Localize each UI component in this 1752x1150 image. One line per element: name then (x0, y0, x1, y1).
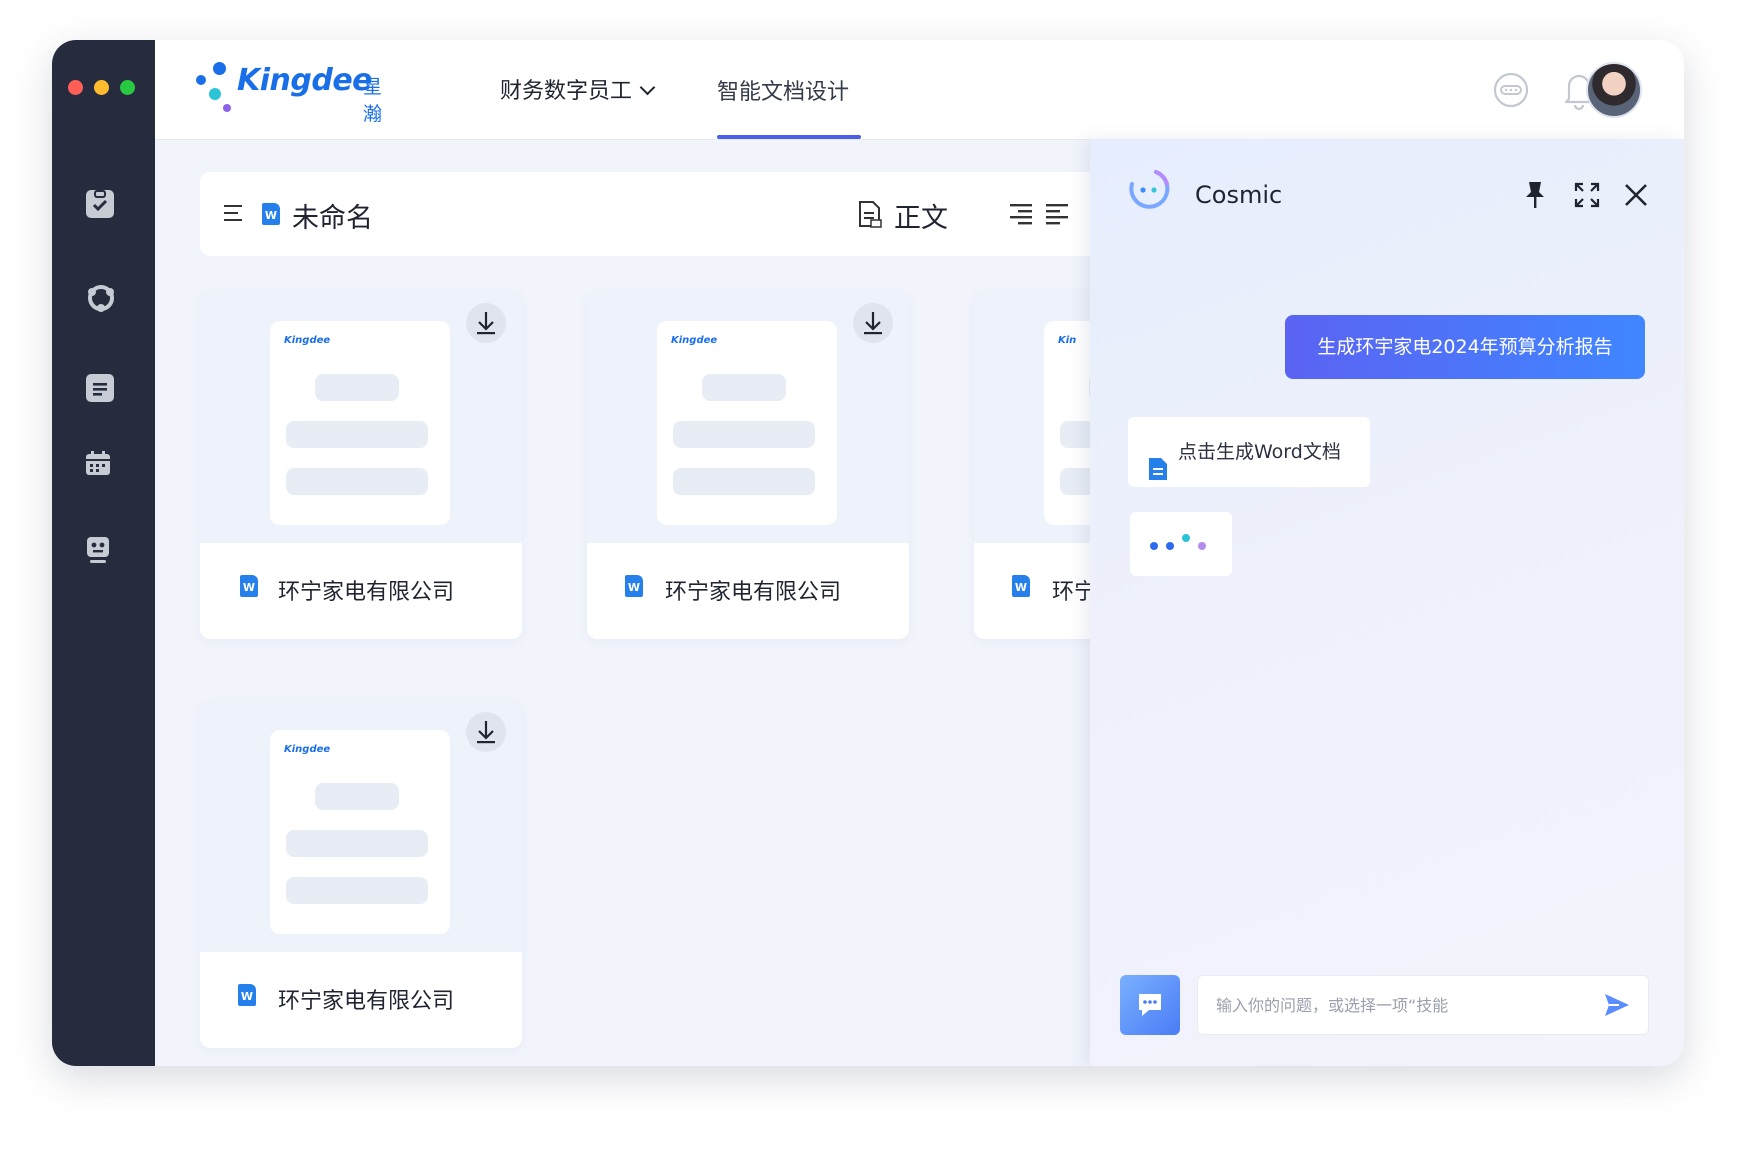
document-thumbnail: Kingdee (270, 730, 450, 934)
cosmic-assistant-panel: Cosmic 生成环宇家电2024年预算分析报告 点击生成Word文档 (1090, 139, 1684, 1066)
nav-label: 财务数字员工 (500, 79, 633, 104)
word-file-icon: W (262, 203, 280, 225)
sidebar (52, 40, 155, 1066)
close-icon[interactable] (1623, 182, 1649, 212)
download-icon (864, 312, 882, 335)
send-icon[interactable] (1603, 992, 1631, 1022)
calendar-icon[interactable] (84, 449, 112, 477)
nav-label: 智能文档设计 (717, 80, 850, 105)
download-button[interactable] (466, 712, 506, 752)
bot-message-text: 点击生成Word文档 (1178, 441, 1341, 463)
chat-bubble-icon (1139, 994, 1161, 1016)
typing-indicator (1130, 512, 1232, 576)
pin-icon[interactable] (1522, 180, 1548, 214)
align-left-icon[interactable] (1046, 203, 1070, 229)
top-bar: Kingdee 星瀚 财务数字员工 智能文档设计 (155, 40, 1684, 140)
nav-finance-digital-staff[interactable]: 财务数字员工 (500, 73, 656, 105)
user-message-bubble: 生成环宇家电2024年预算分析报告 (1285, 315, 1645, 379)
word-file-icon: W (240, 575, 258, 597)
card-title: 环宁 (1052, 580, 1097, 605)
app-window: Kingdee 星瀚 财务数字员工 智能文档设计 W 未命名 正文 (52, 40, 1684, 1066)
bot-message-bubble[interactable]: 点击生成Word文档 (1128, 417, 1370, 487)
brand-name: Kingdee (237, 63, 373, 98)
expand-icon[interactable] (1574, 182, 1600, 212)
window-maximize-button[interactable] (120, 80, 135, 95)
download-icon (477, 721, 495, 744)
align-right-icon[interactable] (1010, 203, 1034, 229)
chat-input-box (1197, 975, 1649, 1035)
cosmic-logo-icon (1122, 164, 1176, 222)
card-preview: Kingdee (587, 293, 909, 543)
document-card[interactable]: Kingdee W 环宁家电有限公司 (587, 293, 909, 639)
paragraph-style-selector[interactable]: 正文 (894, 203, 948, 234)
outline-menu-icon[interactable] (224, 204, 244, 226)
download-button[interactable] (466, 303, 506, 343)
nav-active-indicator (717, 135, 861, 139)
card-preview: Kingdee (200, 293, 522, 543)
window-minimize-button[interactable] (94, 80, 109, 95)
document-thumbnail: Kingdee (657, 321, 837, 525)
document-card[interactable]: Kingdee W 环宁家电有限公司 (200, 702, 522, 1048)
document-title[interactable]: 未命名 (292, 203, 373, 234)
document-icon[interactable] (86, 374, 114, 402)
clipboard-check-icon[interactable] (86, 190, 114, 218)
brand-sub: 星瀚 (363, 76, 383, 125)
document-card[interactable]: Kingdee W 环宁家电有限公司 (200, 293, 522, 639)
thumbnail-logo: Kingdee (284, 744, 331, 755)
chat-input[interactable] (1214, 976, 1598, 1034)
card-preview: Kingdee (200, 702, 522, 952)
document-thumbnail: Kingdee (270, 321, 450, 525)
document-icon (1148, 440, 1168, 510)
thumbnail-logo: Kin (1058, 335, 1077, 346)
card-title: 环宁家电有限公司 (278, 989, 455, 1014)
chat-skills-button[interactable] (1120, 975, 1180, 1035)
robot-icon[interactable] (84, 534, 112, 563)
thumbnail-logo: Kingdee (284, 335, 331, 346)
word-file-icon: W (1012, 575, 1030, 597)
download-button[interactable] (853, 303, 893, 343)
window-close-button[interactable] (68, 80, 83, 95)
card-title: 环宁家电有限公司 (278, 580, 455, 605)
word-file-icon: W (238, 984, 256, 1006)
message-icon[interactable] (1492, 71, 1530, 113)
user-avatar[interactable] (1586, 62, 1642, 118)
chevron-down-icon (639, 79, 656, 96)
paragraph-style-icon (858, 200, 882, 232)
panel-title: Cosmic (1195, 181, 1283, 209)
card-title: 环宁家电有限公司 (665, 580, 842, 605)
thumbnail-logo: Kingdee (671, 335, 718, 346)
team-icon[interactable] (86, 283, 114, 312)
nav-smart-doc-design[interactable]: 智能文档设计 (717, 74, 849, 106)
word-file-icon: W (625, 575, 643, 597)
download-icon (477, 312, 495, 335)
